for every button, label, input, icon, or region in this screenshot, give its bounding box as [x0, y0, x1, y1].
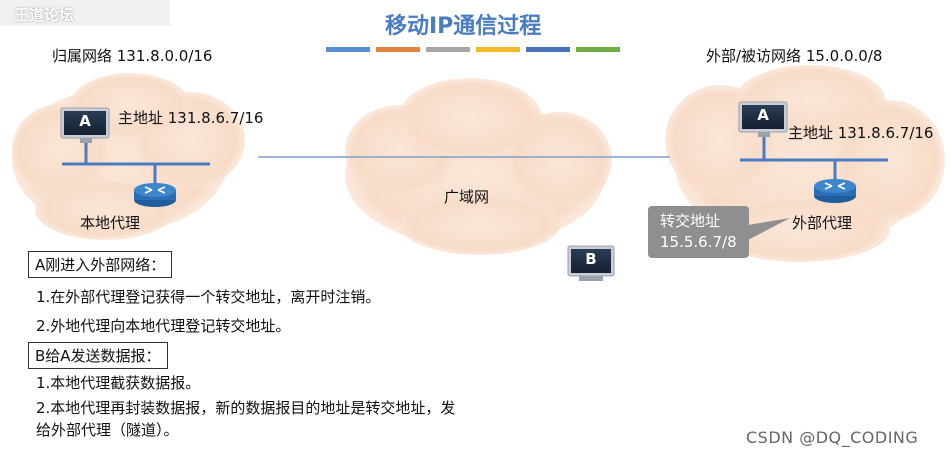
care-of-title: 转交地址	[660, 212, 721, 230]
page-title: 移动IP通信过程	[385, 14, 542, 39]
home-agent-label: 本地代理	[80, 214, 141, 232]
care-of-address: 15.5.6.7/8	[660, 233, 737, 251]
host-b-badge: B	[585, 250, 597, 268]
foreign-host-address: 主地址 131.8.6.7/16	[788, 124, 934, 142]
foreign-host-badge: A	[757, 106, 769, 124]
steps-a-header: A刚进入外部网络：	[28, 251, 173, 278]
home-host-badge: A	[79, 112, 91, 130]
care-of-address-callout: 转交地址 15.5.6.7/8	[648, 206, 749, 258]
foreign-agent-label: 外部代理	[792, 214, 853, 232]
home-network-label: 归属网络 131.8.0.0/16	[52, 47, 213, 65]
watermark-band	[0, 0, 170, 26]
foreign-lan	[740, 134, 888, 182]
steps-b-header: B给A发送数据报：	[28, 342, 168, 369]
home-computer-icon	[60, 107, 110, 143]
steps-a-item-2: 2.外地代理向本地代理登记转交地址。	[36, 317, 291, 335]
watermark-bottom: CSDN @DQ_CODING	[746, 428, 919, 447]
steps-a-item-1: 1.在外部代理登记获得一个转交地址，离开时注销。	[36, 288, 381, 306]
steps-b-item-1: 1.本地代理截获数据报。	[36, 374, 201, 392]
title-color-bar	[326, 47, 620, 52]
wan-label: 广域网	[444, 188, 490, 206]
callout-pointer	[748, 218, 790, 240]
home-lan	[62, 140, 210, 186]
foreign-computer-icon	[738, 101, 788, 137]
foreign-network-label: 外部/被访网络 15.0.0.0/8	[706, 47, 883, 65]
steps-b-item-2: 2.本地代理再封装数据报，新的数据报目的地址是转交地址，发给外部代理（隧道）。	[36, 399, 456, 439]
watermark-top: 王道论坛	[14, 6, 75, 24]
foreign-router-icon	[814, 179, 856, 203]
home-router-icon	[134, 183, 176, 207]
home-host-address: 主地址 131.8.6.7/16	[118, 109, 264, 127]
computer-b-icon	[567, 245, 615, 281]
wan-cloud	[345, 78, 612, 255]
